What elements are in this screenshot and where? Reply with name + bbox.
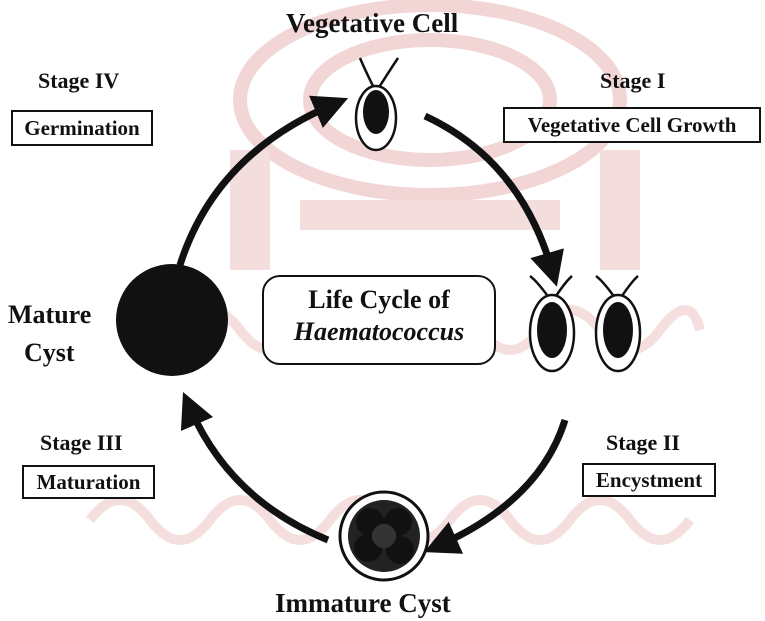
immature-cyst-label: Immature Cyst: [275, 588, 451, 619]
immature-cyst-icon: [340, 492, 428, 580]
stage-3-heading: Stage III: [40, 430, 123, 456]
vegetative-cell-label: Vegetative Cell: [286, 8, 458, 39]
encysting-cell-icon: [530, 276, 574, 371]
mature-cyst-label-line1: Mature: [8, 300, 91, 330]
diagram-title-box: Life Cycle of Haematococcus: [262, 275, 496, 365]
stage-1-name-box: Vegetative Cell Growth: [503, 107, 761, 143]
diagram-title-line1: Life Cycle of: [264, 285, 494, 315]
stage-4-name-box: Germination: [11, 110, 153, 146]
arrow-stage-3: [190, 408, 328, 540]
stage-4-heading: Stage IV: [38, 68, 119, 94]
arrow-stage-2: [440, 420, 565, 545]
stage-1-heading: Stage I: [600, 68, 665, 94]
stage-3-name-box: Maturation: [22, 465, 155, 499]
stage-2-name-box: Encystment: [582, 463, 716, 497]
stage-2-heading: Stage II: [606, 430, 680, 456]
diagram-title-line2: Haematococcus: [264, 317, 494, 347]
encysting-cell-icon: [596, 276, 640, 371]
arrow-stage-4: [180, 105, 332, 265]
mature-cyst-label-line2: Cyst: [24, 338, 75, 368]
vegetative-cell-icon: [356, 58, 398, 150]
mature-cyst-icon: [116, 264, 228, 376]
